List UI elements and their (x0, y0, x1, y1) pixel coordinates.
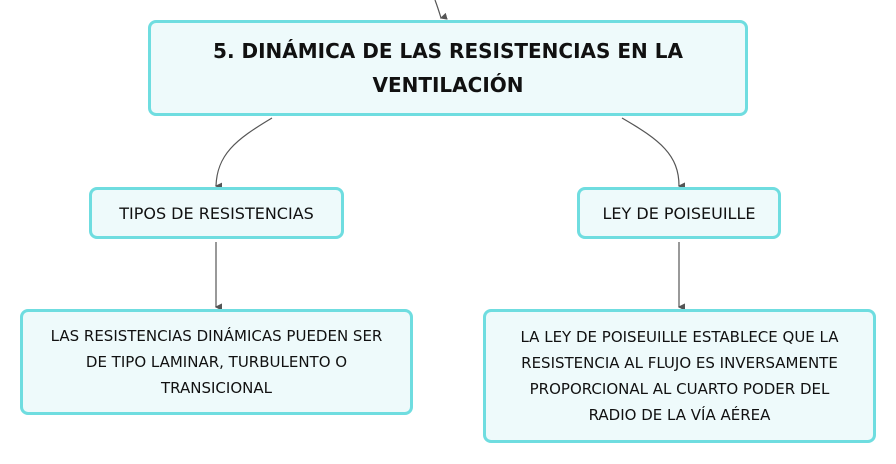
description-line: RESISTENCIA AL FLUJO ES INVERSAMENTE (521, 354, 838, 372)
description-line: TRANSICIONAL (161, 379, 272, 397)
ley-poiseuille-description-node[interactable]: LA LEY DE POISEUILLE ESTABLECE QUE LA RE… (483, 309, 876, 443)
description-line: DE TIPO LAMINAR, TURBULENTO O (85, 353, 348, 371)
description-line: LAS RESISTENCIAS DINÁMICAS PUEDEN SER (50, 327, 383, 345)
description-line: PROPORCIONAL AL CUARTO PODER DEL (529, 380, 830, 398)
main-topic-line-2: VENTILACIÓN (372, 73, 524, 97)
main-topic-node[interactable]: 5. DINÁMICA DE LAS RESISTENCIAS EN LA VE… (148, 20, 748, 116)
resistencias-dinamicas-description-node[interactable]: LAS RESISTENCIAS DINÁMICAS PUEDEN SER DE… (20, 309, 413, 415)
tipos-resistencias-node[interactable]: TIPOS DE RESISTENCIAS (89, 187, 344, 239)
main-topic-line-1: 5. DINÁMICA DE LAS RESISTENCIAS EN LA (213, 39, 683, 63)
description-line: RADIO DE LA VÍA AÉREA (588, 406, 771, 424)
description-line: LA LEY DE POISEUILLE ESTABLECE QUE LA (520, 328, 839, 346)
connector-main-to-ley (621, 117, 686, 190)
ley-poiseuille-node[interactable]: LEY DE POISEUILLE (577, 187, 781, 239)
connector-incoming (434, 0, 448, 20)
ley-poiseuille-label: LEY DE POISEUILLE (602, 203, 756, 223)
tipos-resistencias-label: TIPOS DE RESISTENCIAS (119, 203, 314, 223)
connector-main-to-tipos (214, 117, 273, 190)
